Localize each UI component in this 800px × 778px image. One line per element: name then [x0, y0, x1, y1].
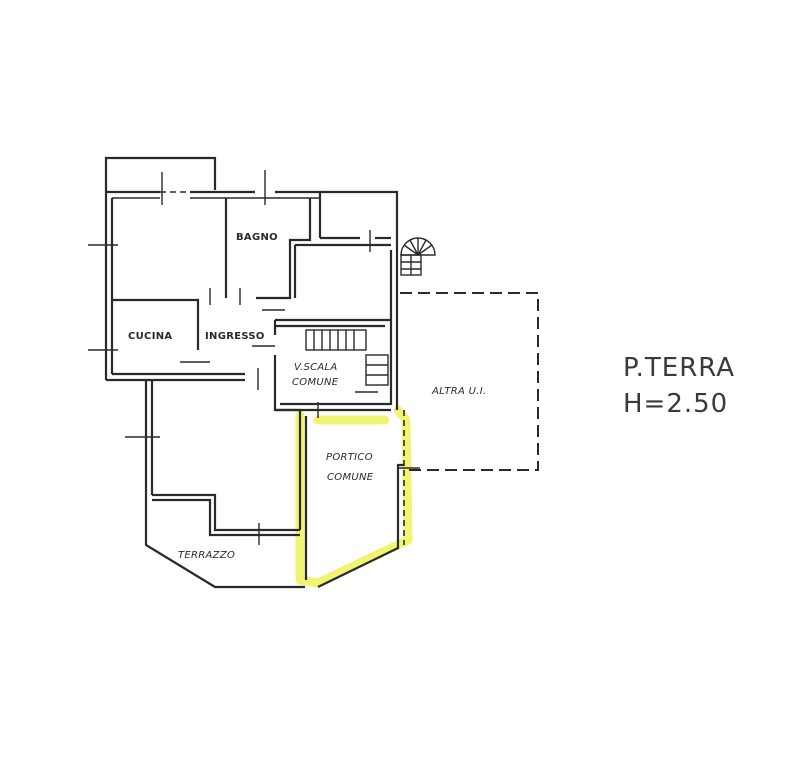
room-label-vano-scala-line1: V.SCALA	[294, 362, 338, 373]
room-label-bagno: BAGNO	[236, 232, 278, 243]
room-label-portico-line1: PORTICO	[326, 452, 373, 463]
interior-walls	[112, 198, 405, 589]
altra-ui-outline	[400, 292, 539, 471]
floor-title-block: P.TERRA H=2.50	[623, 350, 735, 422]
room-label-vano-scala-line2: COMUNE	[292, 377, 339, 388]
floor-name: P.TERRA	[623, 353, 736, 383]
room-label-terrazzo: TERRAZZO	[178, 550, 236, 561]
outer-walls	[104, 190, 399, 410]
room-label-cucina: CUCINA	[128, 331, 173, 342]
room-label-altra-ui: ALTRA U.I.	[432, 386, 487, 397]
opening-marks	[88, 170, 420, 545]
ceiling-height: H=2.50	[623, 389, 729, 419]
top-annex	[104, 156, 217, 192]
portico-highlight	[295, 405, 413, 588]
room-label-ingresso: INGRESSO	[205, 331, 265, 342]
room-label-portico-line2: COMUNE	[327, 472, 374, 483]
stair-treads	[305, 329, 389, 386]
spiral-stair-icon	[400, 237, 436, 276]
